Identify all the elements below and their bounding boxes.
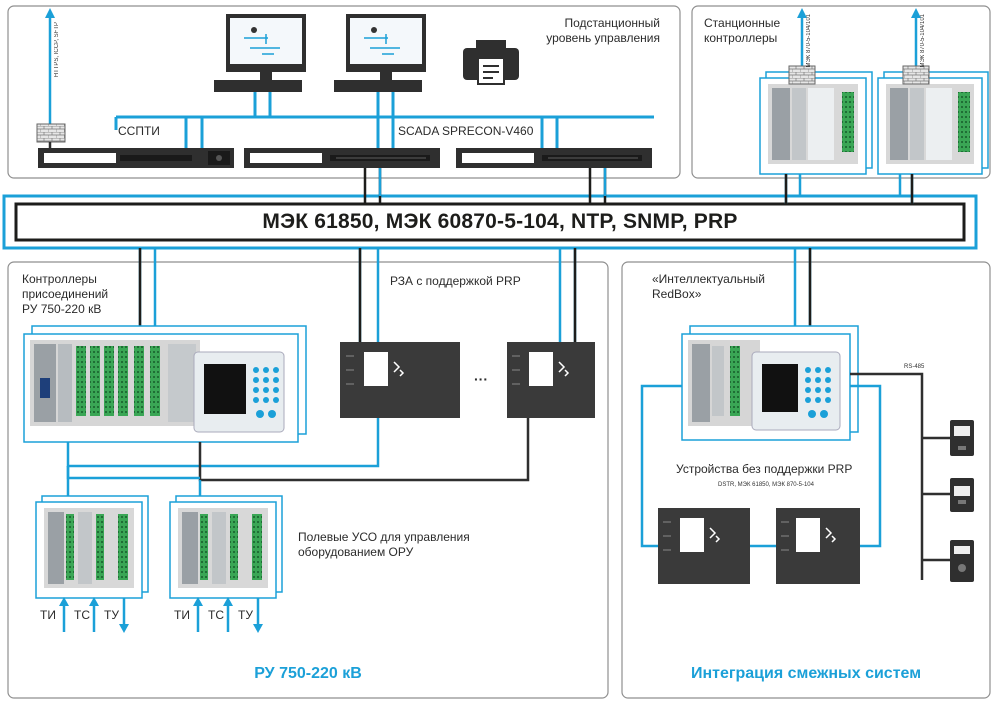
rza-device-2	[507, 342, 595, 418]
signal-label: ТУ	[238, 608, 253, 622]
redbox-device	[681, 325, 859, 441]
no-prp-device-1	[658, 508, 750, 584]
bay-controllers-title: Контроллеры присоединений РУ 750-220 кВ	[22, 272, 109, 316]
sspti-label: ССПТИ	[118, 124, 160, 138]
signal-label: ТИ	[40, 608, 56, 622]
meter-1	[950, 420, 974, 456]
no-prp-protocols: DSTR, МЭК 61850, МЭК 870-5-104	[718, 482, 814, 488]
bay-footer: РУ 750-220 кВ	[254, 665, 362, 682]
server-scada-2	[456, 148, 652, 168]
no-prp-device-2	[776, 508, 860, 584]
station-controller-2	[877, 71, 989, 175]
bay-controller	[23, 325, 307, 443]
workstation-1	[214, 14, 306, 92]
field-uso-2	[169, 495, 283, 599]
ring-bus	[2, 194, 978, 250]
bus-label: МЭК 61850, МЭК 60870-5-104, NTP, SNMP, P…	[262, 210, 738, 233]
firewall-icon	[902, 65, 930, 85]
firewall-icon	[788, 65, 816, 85]
rza-label: РЗА с поддержкой PRP	[390, 274, 521, 288]
firewall-icon	[36, 123, 66, 143]
signal-label: ТУ	[104, 608, 119, 622]
signal-label: ТИ	[174, 608, 190, 622]
integration-footer: Интеграция смежных систем	[690, 665, 922, 682]
server-scada-1	[244, 148, 440, 168]
workstation-2	[334, 14, 426, 92]
rs485-label: RS-485	[904, 364, 925, 370]
substation-title: Подстанционный уровень управления	[546, 16, 660, 45]
station-title: Станционные контроллеры	[704, 16, 781, 45]
redbox-title: «Интеллектуальный RedBox»	[652, 272, 766, 301]
station-uplink-1-label: МЭК 870-5-104/101	[806, 14, 812, 68]
substation-uplink-label: НТТРS, ICCP, SFTP	[54, 22, 60, 78]
printer-icon	[463, 40, 519, 85]
meter-3	[950, 540, 974, 582]
station-uplink-2-label: МЭК 870-5-104/101	[920, 14, 926, 68]
field-uso-1	[35, 495, 149, 599]
server-sspti	[38, 148, 234, 168]
signal-label: ТС	[74, 608, 90, 622]
meter-2	[950, 478, 974, 512]
scada-label: SCADA SPRECON-V460	[398, 124, 534, 138]
field-uso-title: Полевые УСО для управления оборудованием…	[298, 530, 470, 559]
signal-label: ТС	[208, 608, 224, 622]
no-prp-title: Устройства без поддержки PRP	[676, 462, 853, 476]
rza-device-1	[340, 342, 460, 418]
rza-ellipsis: ···	[474, 371, 488, 387]
station-controller-1	[759, 71, 873, 175]
